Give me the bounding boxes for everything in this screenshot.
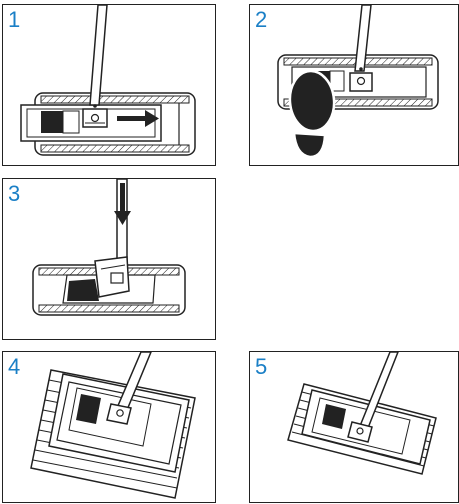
step-number: 1 (8, 7, 21, 32)
handle-joint (106, 403, 132, 425)
step-2-illustration (277, 5, 439, 159)
step-1-illustration (20, 5, 196, 156)
step-5-illustration (287, 352, 437, 475)
mop-handle (354, 5, 372, 72)
step-4-illustration (30, 352, 196, 499)
step-number: 2 (255, 7, 268, 32)
step-panel-3: 3 (2, 178, 216, 340)
handle-joint (347, 421, 373, 443)
handle-joint (82, 104, 108, 128)
handle-joint (349, 67, 373, 92)
handle-joint (94, 256, 130, 298)
step-number: 4 (8, 354, 21, 379)
right-arrow-icon (117, 110, 159, 127)
step-3-illustration (32, 179, 186, 316)
step-panel-1: 1 (2, 4, 216, 166)
shoe-sole-icon (288, 69, 336, 159)
step-number: 3 (8, 181, 21, 206)
down-arrow-icon (114, 183, 131, 225)
step-panel-5: 5 (249, 351, 459, 503)
step-number: 5 (255, 354, 268, 379)
mop-handle (89, 5, 108, 106)
step-panel-2: 2 (249, 4, 459, 166)
step-panel-4: 4 (2, 351, 216, 503)
